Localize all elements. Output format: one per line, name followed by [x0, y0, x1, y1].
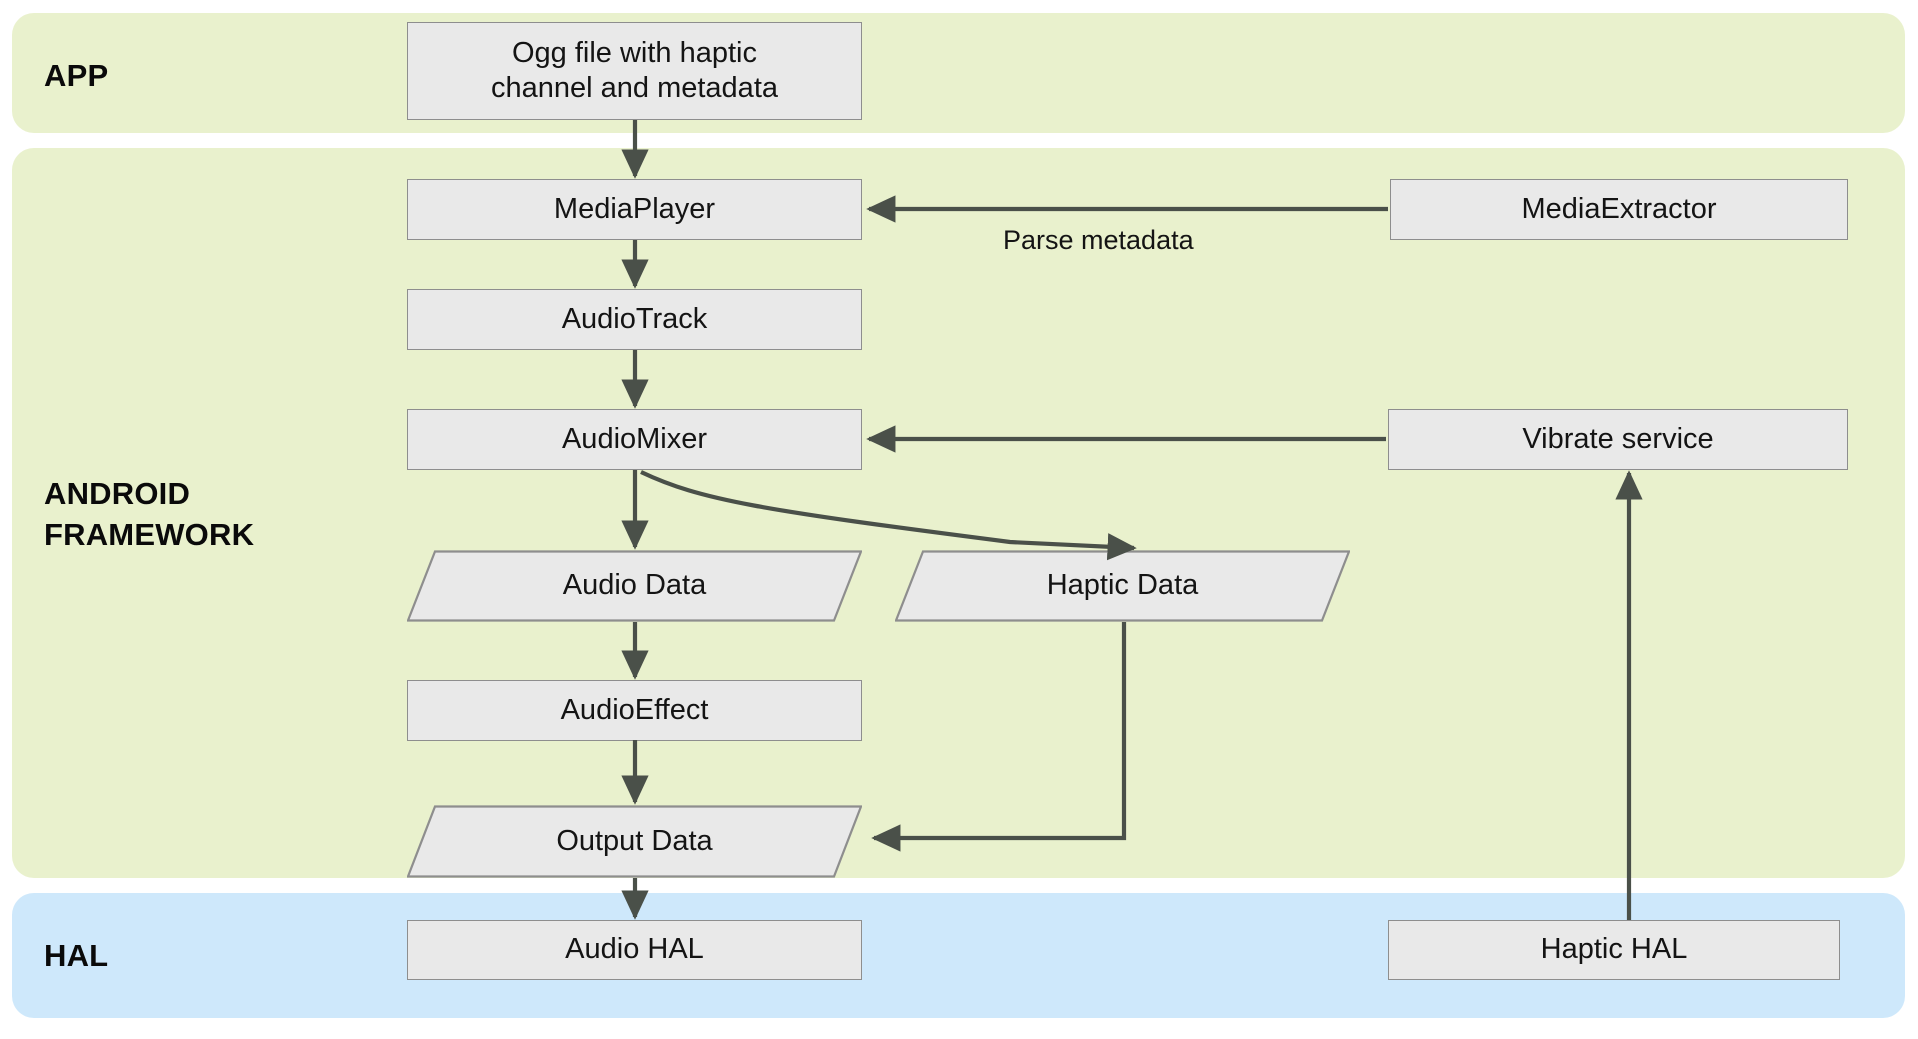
node-audio-data-label: Audio Data — [562, 569, 707, 602]
node-audiotrack[interactable]: AudioTrack — [407, 289, 862, 350]
band-label-android-framework: ANDROID FRAMEWORK — [44, 474, 254, 556]
node-output-data[interactable]: Output Data — [407, 805, 862, 878]
node-audiomixer[interactable]: AudioMixer — [407, 409, 862, 470]
node-output-data-label: Output Data — [556, 824, 713, 857]
node-haptic-hal[interactable]: Haptic HAL — [1388, 920, 1840, 980]
band-app — [12, 13, 1905, 133]
parallelogram-shape-audio-data — [407, 550, 862, 622]
node-ogg-file[interactable]: Ogg file with haptic channel and metadat… — [407, 22, 862, 120]
parallelogram-shape-haptic-data — [895, 550, 1350, 622]
node-ogg-file-line2: channel and metadata — [491, 72, 778, 104]
band-label-app: APP — [44, 58, 109, 93]
node-haptic-data[interactable]: Haptic Data — [895, 550, 1350, 622]
node-audio-data[interactable]: Audio Data — [407, 550, 862, 622]
node-haptic-data-label: Haptic Data — [1046, 569, 1199, 602]
node-mediaextractor[interactable]: MediaExtractor — [1390, 179, 1848, 240]
parallelogram-shape-output-data — [407, 805, 862, 878]
node-mediaplayer[interactable]: MediaPlayer — [407, 179, 862, 240]
node-audioeffect[interactable]: AudioEffect — [407, 680, 862, 741]
band-android-framework — [12, 148, 1905, 878]
node-vibrate-service[interactable]: Vibrate service — [1388, 409, 1848, 470]
edge-label-parse-metadata: Parse metadata — [1003, 225, 1194, 255]
node-audio-hal[interactable]: Audio HAL — [407, 920, 862, 980]
band-label-android-framework-line1: ANDROID — [44, 476, 191, 511]
band-label-android-framework-line2: FRAMEWORK — [44, 516, 255, 552]
node-ogg-file-line1: Ogg file with haptic — [511, 36, 757, 69]
band-label-hal: HAL — [44, 938, 109, 973]
